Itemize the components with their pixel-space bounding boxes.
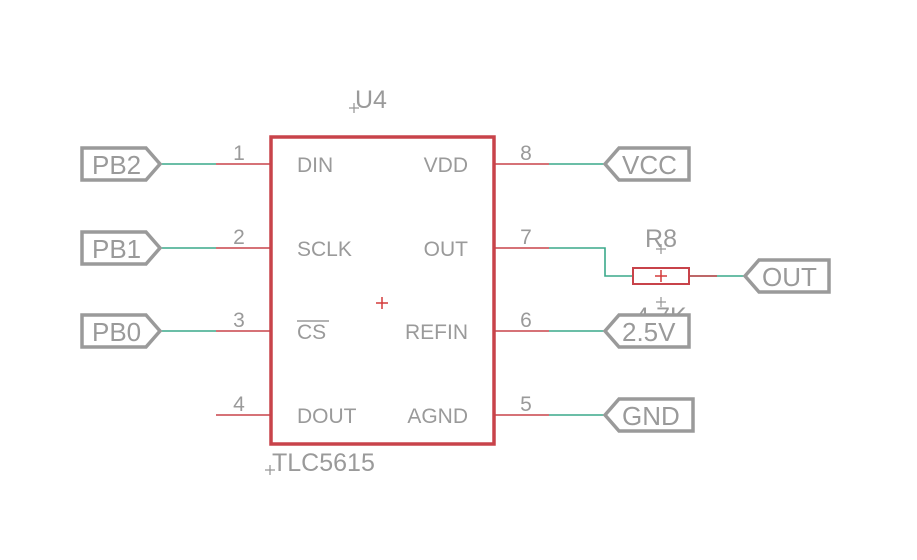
- port-vcc-label: VCC: [622, 150, 677, 180]
- port-out[interactable]: OUT: [742, 258, 831, 294]
- r8-value-origin: [656, 297, 666, 307]
- pin-3-number: 3: [233, 309, 245, 332]
- u4-chip-body[interactable]: [269, 135, 496, 446]
- port-2v5-label: 2.5V: [622, 317, 676, 347]
- port-2v5[interactable]: 2.5V: [602, 313, 691, 349]
- r8-designator-origin: [656, 244, 666, 254]
- port-vcc[interactable]: VCC: [602, 146, 691, 182]
- u4-designator: U4: [355, 86, 387, 114]
- pin-1-number: 1: [233, 142, 245, 165]
- port-pb2[interactable]: PB2: [80, 146, 163, 182]
- r8-designator: R8: [645, 225, 677, 253]
- pin-3-name: CS: [297, 321, 326, 344]
- port-pb2-label: PB2: [92, 150, 141, 180]
- u4-center-origin: [376, 297, 388, 309]
- port-out-label: OUT: [762, 262, 817, 292]
- port-gnd[interactable]: GND: [602, 397, 695, 433]
- pin-8-name: VDD: [424, 154, 468, 177]
- pin-4-name: DOUT: [297, 405, 357, 428]
- r8-center-origin: [655, 270, 667, 282]
- port-pb1[interactable]: PB1: [80, 230, 163, 266]
- pin-2-number: 2: [233, 226, 245, 249]
- pin-8-number: 8: [520, 142, 532, 165]
- pin-6-name: REFIN: [405, 321, 468, 344]
- u4-designator-origin: [349, 103, 359, 113]
- pin-2-name: SCLK: [297, 238, 352, 261]
- port-pb0-label: PB0: [92, 317, 141, 347]
- pin-1-name: DIN: [297, 154, 333, 177]
- u4-part-number: TLC5615: [272, 449, 375, 477]
- u4-part-origin: [265, 465, 275, 475]
- pin-5-name: AGND: [407, 405, 468, 428]
- pin-7-number: 7: [520, 226, 532, 249]
- pin-6-number: 6: [520, 309, 532, 332]
- pin-7-name: OUT: [424, 238, 469, 261]
- port-gnd-label: GND: [622, 401, 680, 431]
- port-pb0[interactable]: PB0: [80, 313, 163, 349]
- pin-4-number: 4: [233, 393, 245, 416]
- wire-out-to-r8[interactable]: [549, 247, 633, 277]
- port-pb1-label: PB1: [92, 234, 141, 264]
- r8-resistor-body[interactable]: [632, 267, 690, 285]
- pin-5-number: 5: [520, 393, 532, 416]
